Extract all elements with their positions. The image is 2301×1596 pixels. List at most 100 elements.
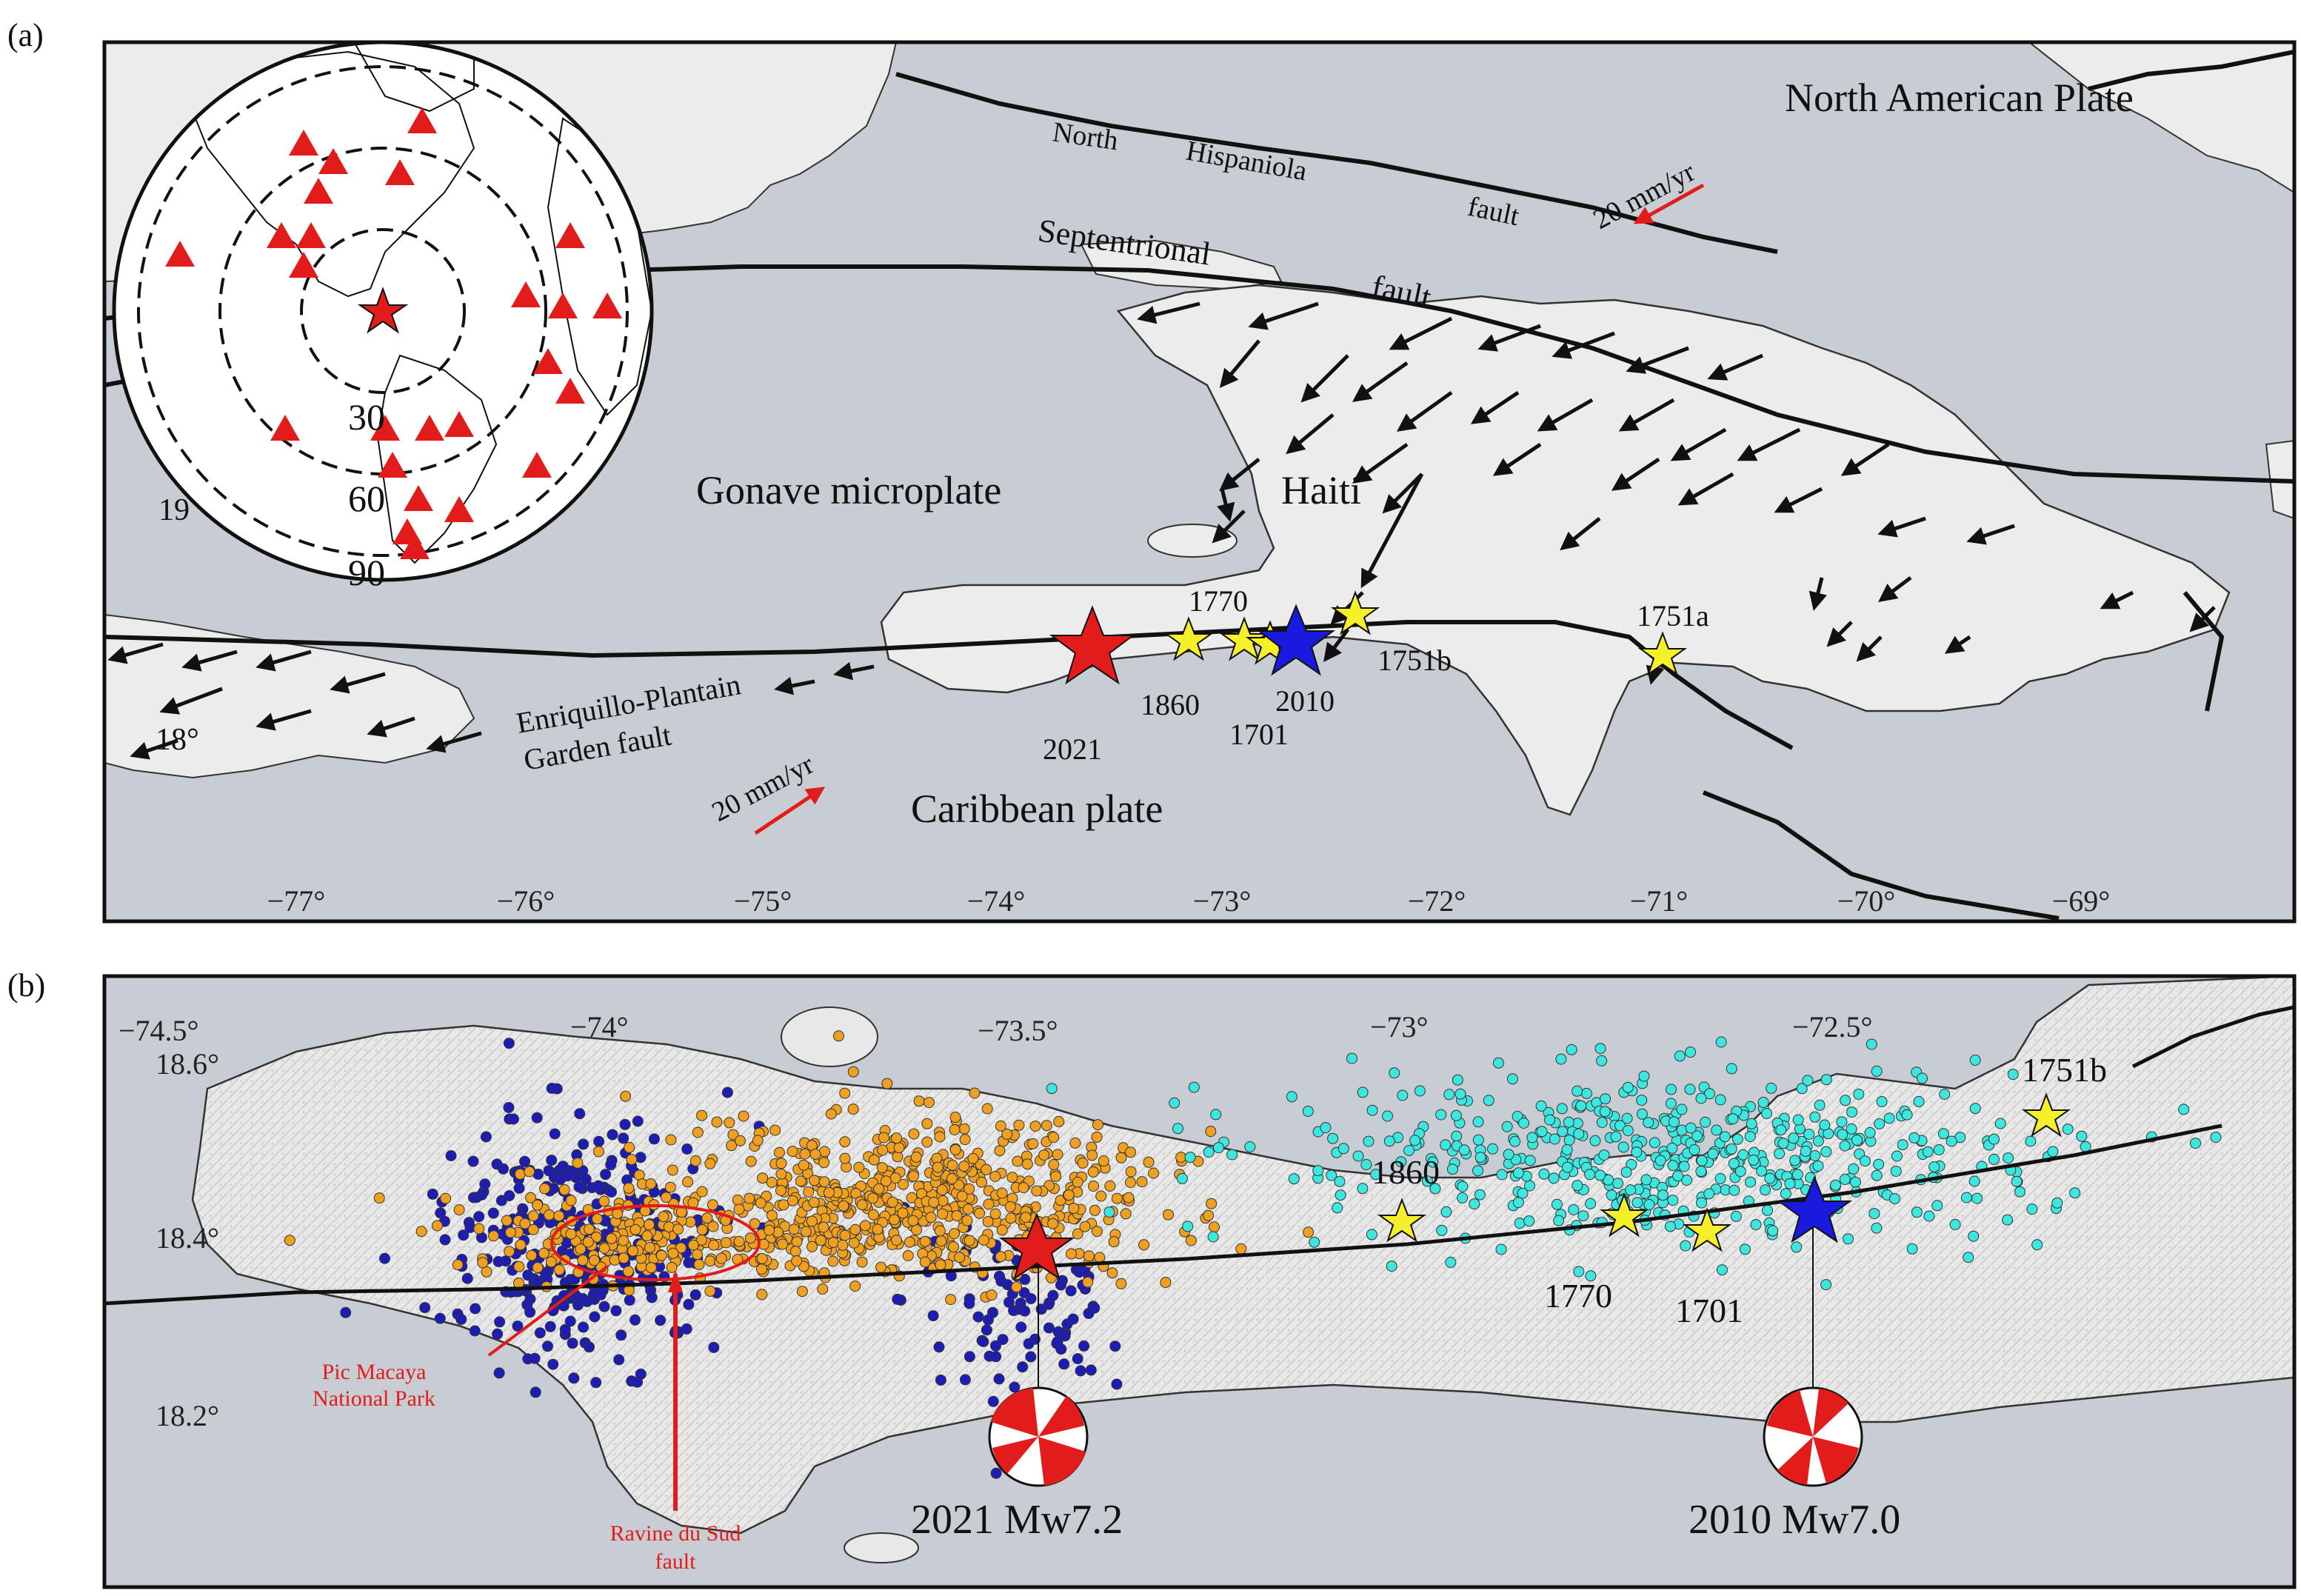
aftershock (605, 1159, 617, 1171)
aftershock (645, 1178, 657, 1189)
aftershock (1509, 1135, 1521, 1147)
lon-tick-74: −74° (967, 884, 1026, 918)
aftershock (1685, 1046, 1696, 1058)
aftershock (1160, 1277, 1172, 1289)
aftershock (661, 1192, 672, 1203)
aftershock (1451, 1130, 1463, 1142)
aftershocks-cyan (1046, 1036, 2222, 1291)
aftershock (515, 1239, 527, 1251)
aftershock (524, 1306, 536, 1318)
aftershock (340, 1306, 352, 1318)
aftershock (934, 1225, 946, 1237)
aftershock (1475, 1152, 1486, 1163)
aftershock (578, 1138, 590, 1150)
aftershock (546, 1155, 558, 1166)
aftershock (564, 1315, 576, 1327)
aftershock (1108, 1236, 1120, 1248)
aftershock (1212, 1142, 1224, 1154)
aftershock (480, 1131, 492, 1143)
aftershock (1041, 1120, 1052, 1132)
aftershock (1326, 1169, 1337, 1181)
aftershock (1734, 1166, 1746, 1178)
aftershock (732, 1195, 744, 1206)
aftershock (907, 1215, 919, 1226)
aftershock (415, 1226, 427, 1238)
aftershock (769, 1124, 781, 1136)
aftershock (1621, 1112, 1633, 1124)
aftershock (856, 1256, 868, 1268)
aftershock (1631, 1146, 1643, 1158)
aftershock (1968, 1230, 1980, 1242)
aftershock (1518, 1118, 1529, 1129)
aftershock (1837, 1129, 1849, 1141)
aftershock (1496, 1169, 1508, 1181)
aftershock (935, 1235, 947, 1247)
panel-a-label: (a) (7, 17, 44, 53)
aftershock (1739, 1243, 1751, 1255)
aftershock (1457, 1181, 1469, 1192)
aftershock (749, 1218, 761, 1229)
aftershock (921, 1118, 933, 1129)
aftershock (529, 1352, 541, 1364)
aftershock (572, 1157, 584, 1169)
aftershock (1716, 1264, 1728, 1276)
aftershock (815, 1235, 826, 1246)
aftershock (1538, 1168, 1550, 1180)
aftershock (908, 1128, 920, 1140)
aftershock (1791, 1169, 1803, 1181)
aftershock (626, 1154, 638, 1166)
panel-a-lon-ticks: −77° −76° −75° −74° −73° −72° −71° −70° … (267, 884, 2111, 918)
aftershock (1561, 1161, 1573, 1173)
aftershock (1553, 1215, 1565, 1226)
aftershock (546, 1083, 558, 1094)
aftershock (573, 1181, 585, 1193)
aftershock (1004, 1201, 1016, 1212)
aftershock (1643, 1117, 1654, 1129)
aftershock (557, 1161, 569, 1172)
aftershock (707, 1199, 718, 1211)
lat-tick-b-18-2: 18.2° (156, 1399, 219, 1432)
aftershock (1643, 1199, 1655, 1210)
aftershock (1715, 1036, 1727, 1048)
aftershock (1111, 1192, 1123, 1204)
aftershock (595, 1289, 607, 1300)
aftershock (507, 1113, 519, 1125)
aftershock (1789, 1155, 1801, 1166)
aftershock (1851, 1135, 1863, 1146)
aftershock (1077, 1157, 1089, 1169)
aftershock (946, 1159, 958, 1171)
aftershock (704, 1255, 716, 1267)
aftershock (1088, 1181, 1100, 1192)
aftershock (582, 1236, 594, 1248)
label-1751b-b: 1751b (2022, 1051, 2107, 1089)
aftershock (1666, 1142, 1678, 1154)
aftershock (1524, 1155, 1536, 1166)
caribbean-plate-label: Caribbean plate (911, 787, 1163, 831)
aftershock (1389, 1067, 1400, 1079)
aftershock (837, 1239, 849, 1251)
lon-tick-69: −69° (2052, 884, 2111, 918)
aftershock (1636, 1095, 1648, 1106)
aftershock (1802, 1075, 1814, 1086)
aftershock (1792, 1114, 1804, 1126)
aftershock (2190, 1138, 2201, 1149)
aftershock (1109, 1340, 1121, 1352)
aftershock (964, 1183, 975, 1195)
aftershock (1055, 1195, 1066, 1206)
aftershock (708, 1341, 720, 1353)
label-1751a: 1751a (1637, 599, 1709, 632)
aftershock (2007, 1069, 2019, 1081)
aftershock (1748, 1154, 1760, 1166)
aftershock (588, 1255, 600, 1266)
aftershock (1814, 1099, 1826, 1111)
aftershock (888, 1214, 900, 1226)
aftershock (889, 1172, 901, 1184)
aftershock (981, 1103, 993, 1115)
aftershock (1969, 1055, 1981, 1066)
aftershock (911, 1224, 923, 1236)
aftershock (773, 1146, 785, 1158)
aftershock (877, 1144, 889, 1156)
aftershock (1820, 1279, 1832, 1291)
aftershock (1939, 1089, 1951, 1100)
label-1701: 1701 (1229, 718, 1289, 751)
